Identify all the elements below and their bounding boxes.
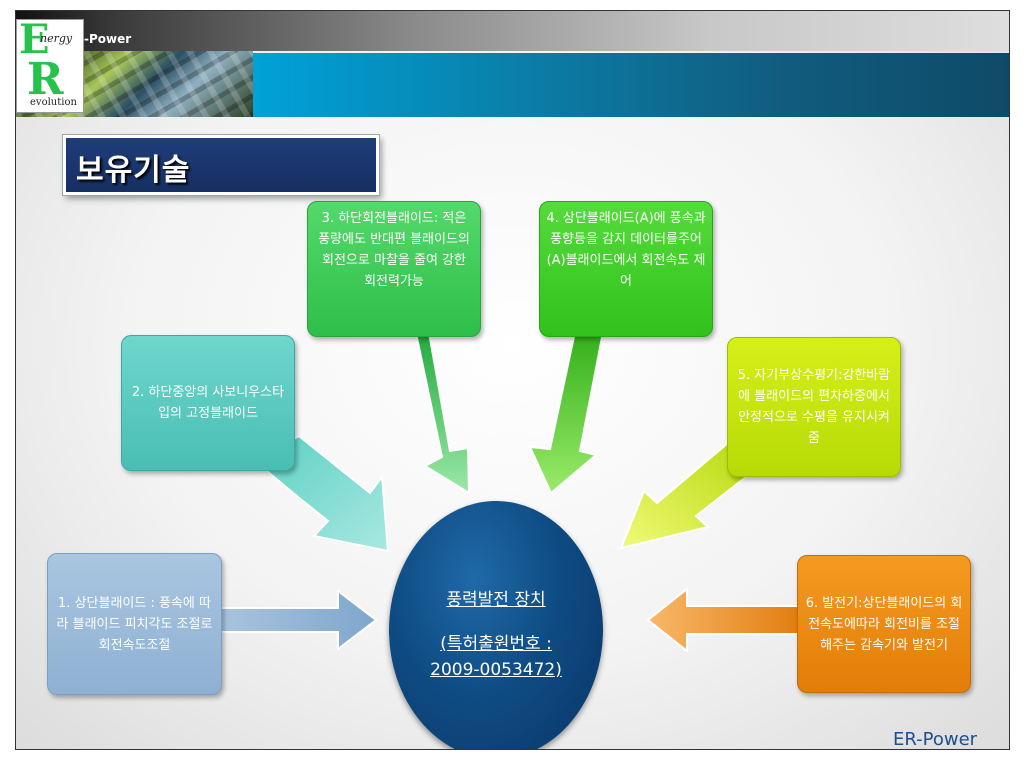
feature-box-3-text: 3. 하단회전블래이드: 적은 풍량에도 반대편 블래이드의 회전으로 마찰을 … (318, 211, 470, 289)
logo: E nergy R evolution (16, 16, 84, 113)
arrow-3 (395, 326, 471, 495)
arrow-4 (528, 326, 606, 495)
central-device-circle: 풍력발전 장치 (특허출원번호 : 2009-0053472) (389, 501, 603, 749)
feature-box-2: 2. 하단중앙의 사보니우스타입의 고정블래이드 (121, 335, 295, 471)
hub-patent-number: (특허출원번호 : 2009-0053472) (389, 631, 603, 683)
feature-box-2-text: 2. 하단중앙의 사보니우스타입의 고정블래이드 (131, 385, 285, 421)
arrows-layer (220, 326, 807, 654)
hub-title: 풍력발전 장치 (446, 590, 546, 610)
feature-box-4: 4. 상단블래이드(A)에 풍속과 풍향등을 감지 데이터를주어(A)블래이드에… (539, 201, 713, 337)
arrow-6 (646, 586, 807, 654)
slide: -Power E nergy R evolution 보유기술 (15, 10, 1010, 750)
section-title: 보유기술 (76, 153, 191, 188)
hub-patent-label: (특허출원번호 : (440, 634, 552, 654)
logo-word-evolution: evolution (30, 97, 77, 108)
feature-box-1-text: 1. 상단블래이드 : 풍속에 따라 블래이드 피치각도 조절로 회전속도조절 (56, 595, 213, 653)
feature-box-6-text: 6. 발전기:상단블래이드의 회전속도에따라 회전비를 조절해주는 감속기와 발… (805, 595, 963, 653)
logo-word-nergy: nergy (40, 32, 73, 45)
feature-box-1: 1. 상단블래이드 : 풍속에 따라 블래이드 피치각도 조절로 회전속도조절 (47, 553, 222, 695)
header-bar (16, 11, 1009, 51)
header-title: -Power (84, 32, 132, 46)
logo-letter-e: E (19, 16, 50, 63)
logo-letter-r: R (27, 54, 64, 105)
hub-patent-value: 2009-0053472) (430, 660, 562, 680)
header-blue-band (253, 53, 1009, 117)
feature-box-3: 3. 하단회전블래이드: 적은 풍량에도 반대편 블래이드의 회전으로 마찰을 … (307, 201, 481, 337)
feature-box-5-text: 5. 자기부상수평기:강한바람에 블래이드의 편차하중에서 안정적으로 수평을 … (737, 368, 891, 446)
feature-box-4-text: 4. 상단블래이드(A)에 풍속과 풍향등을 감지 데이터를주어(A)블래이드에… (546, 211, 706, 289)
section-title-box: 보유기술 (63, 135, 379, 195)
arrow-1 (220, 588, 378, 652)
footer-brand: ER-Power (893, 729, 978, 750)
feature-box-6: 6. 발전기:상단블래이드의 회전속도에따라 회전비를 조절해주는 감속기와 발… (797, 555, 971, 693)
feature-box-5: 5. 자기부상수평기:강한바람에 블래이드의 편차하중에서 안정적으로 수평을 … (727, 337, 901, 477)
